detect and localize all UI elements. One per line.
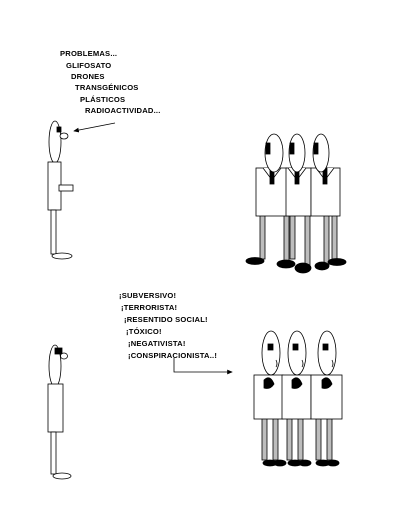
speech-line: ¡SUBVERSIVO! <box>119 291 177 300</box>
speech-line: DRONES <box>71 72 105 81</box>
body <box>47 383 64 433</box>
foot <box>51 252 73 260</box>
speech-line: PLÁSTICOS <box>80 95 126 104</box>
speaker-figure-bottom <box>47 344 72 480</box>
speech-arrow-top <box>73 122 116 133</box>
speech-line: ¡TÓXICO! <box>126 327 162 336</box>
speech-line: GLIFOSATO <box>66 61 112 70</box>
speech-line: TRANSGÉNICOS <box>75 83 139 92</box>
eye <box>54 347 63 355</box>
arms <box>263 377 333 389</box>
arm <box>58 184 74 192</box>
head <box>261 330 281 376</box>
head <box>317 330 337 376</box>
speech-line: ¡TERRORISTA! <box>121 303 178 312</box>
suits-group-top <box>245 133 347 274</box>
head <box>287 330 307 376</box>
suits-group-bottom <box>253 330 343 467</box>
shoes <box>262 459 340 467</box>
legs <box>261 417 333 461</box>
speech-line: ¡CONSPIRACIONISTA..! <box>128 351 218 360</box>
foot <box>52 472 72 480</box>
body-right <box>310 167 341 217</box>
mouth <box>60 352 68 360</box>
eyes <box>267 343 329 351</box>
speech-line: PROBLEMAS... <box>60 49 118 58</box>
speech-line: ¡NEGATIVISTA! <box>128 339 186 348</box>
leg <box>50 431 57 475</box>
mouths <box>275 359 334 368</box>
speech-arrow-bottom <box>173 358 233 375</box>
eye <box>56 126 62 133</box>
speech-line: ¡RESENTIDO SOCIAL! <box>124 315 208 324</box>
mouth <box>59 132 69 140</box>
legs <box>259 214 338 266</box>
speech-line: RADIOACTIVIDAD... <box>85 106 161 115</box>
shoes <box>245 257 347 274</box>
leg <box>50 209 57 255</box>
speaker-figure-top <box>47 120 74 260</box>
eyes <box>265 142 319 155</box>
